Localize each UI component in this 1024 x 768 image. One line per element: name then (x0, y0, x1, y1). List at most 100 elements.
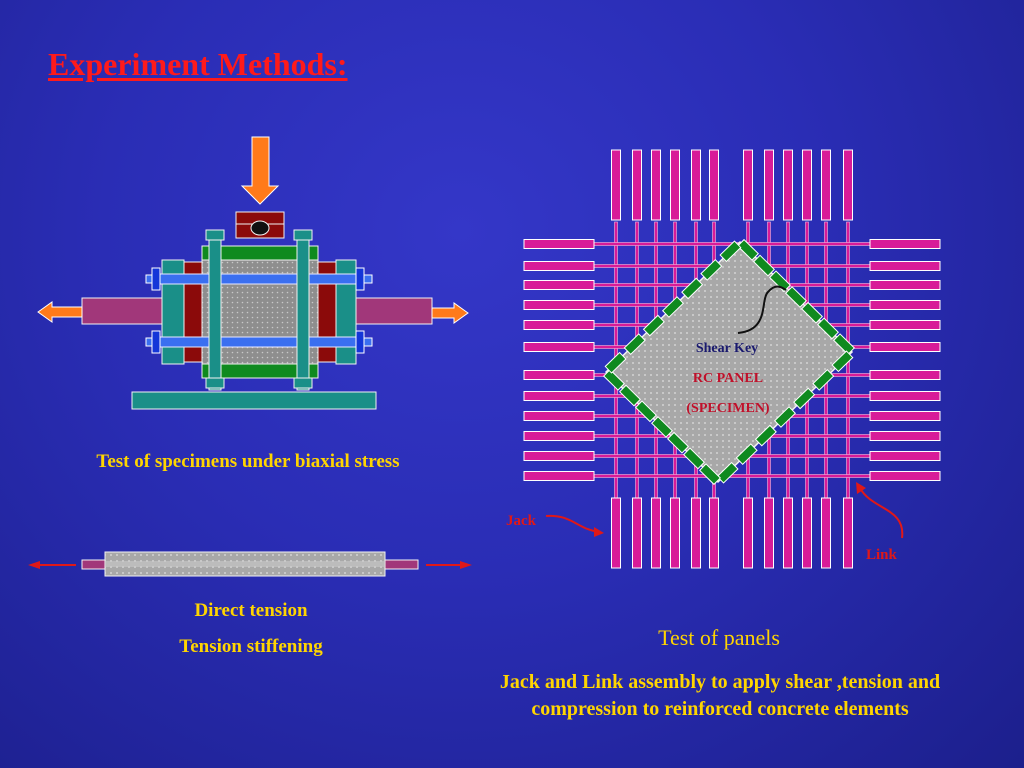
shear-key (737, 238, 759, 261)
shear-key (716, 461, 739, 484)
jack-bottom (821, 497, 831, 569)
description-line-2: compression to reinforced concrete eleme… (531, 698, 909, 720)
panels-caption: Test of panels (658, 625, 780, 650)
jack-left (523, 391, 595, 401)
jack-right (869, 431, 941, 441)
shear-key-label: Shear Key (696, 341, 758, 356)
jack-left (523, 411, 595, 421)
shear-key (719, 240, 742, 263)
jack-top (709, 149, 719, 221)
jack-leader (545, 514, 601, 533)
tension-arrow-right-icon (460, 561, 472, 569)
jack-left (523, 431, 595, 441)
shear-key (753, 254, 775, 277)
jack-top (764, 149, 774, 221)
shear-key (833, 333, 855, 356)
jack-right (869, 471, 941, 481)
jack-top (670, 149, 680, 221)
shear-key (793, 387, 816, 410)
jack-bottom (670, 497, 680, 569)
jack-right (869, 320, 941, 330)
link-label: Link (866, 547, 898, 563)
jack-top (691, 149, 701, 221)
shear-key (623, 333, 646, 356)
jack-right (869, 342, 941, 352)
shear-key (603, 368, 625, 391)
tension-stiffening-caption: Tension stiffening (179, 636, 323, 657)
link-leader (859, 487, 904, 539)
jack-right (869, 451, 941, 461)
roller-icon (250, 220, 270, 236)
shear-key (817, 317, 839, 340)
rc-panel-specimen (604, 240, 854, 484)
shear-key (651, 416, 673, 438)
jack-link-description: Jack and Link assembly to apply shear ,t… (440, 669, 1000, 723)
shear-key (812, 368, 835, 391)
load-arrow-down-icon (240, 136, 280, 205)
jack-top (821, 149, 831, 221)
shear-key (735, 443, 758, 466)
shear-key-leader (737, 285, 787, 334)
jack-left (523, 342, 595, 352)
jack-top (632, 149, 642, 221)
jack-bottom (691, 497, 701, 569)
jack-right (869, 370, 941, 380)
jack-bottom (802, 497, 812, 569)
jack-left (523, 239, 595, 249)
shear-key (681, 277, 704, 300)
shear-key (667, 431, 689, 454)
jack-bottom (743, 497, 753, 569)
shear-key (754, 424, 777, 447)
specimen-label: (SPECIMEN) (686, 401, 770, 416)
shear-key (773, 406, 797, 428)
jack-right (869, 261, 941, 271)
jack-bottom (651, 497, 661, 569)
jack-top (611, 149, 621, 221)
direct-tension-caption: Direct tension (194, 600, 308, 621)
tension-arrow-left-icon (37, 301, 83, 323)
shear-key (661, 296, 685, 318)
jack-left (523, 451, 595, 461)
jack-bottom (632, 497, 642, 569)
shear-key (619, 384, 641, 407)
jack-top (843, 149, 853, 221)
jack-left (523, 471, 595, 481)
jack-left (523, 300, 595, 310)
biaxial-caption: Test of specimens under biaxial stress (96, 451, 400, 472)
jack-bottom (843, 497, 853, 569)
tension-arrow-right-icon (431, 302, 469, 324)
shear-key (769, 270, 791, 293)
shear-key (604, 351, 627, 374)
jack-top (743, 149, 753, 221)
tension-arrow-left-icon (28, 561, 40, 569)
shear-key (831, 350, 854, 373)
rc-panel-label: RC PANEL (693, 371, 763, 386)
jack-top (651, 149, 661, 221)
jack-bottom (764, 497, 774, 569)
shear-key (683, 447, 705, 470)
jack-right (869, 280, 941, 290)
jack-right (869, 391, 941, 401)
shear-key (642, 314, 665, 337)
jack-left (523, 280, 595, 290)
shear-key (635, 400, 657, 423)
shear-key (785, 286, 807, 308)
shear-key (700, 258, 723, 281)
jack-label: Jack (506, 513, 537, 529)
jack-bottom (709, 497, 719, 569)
jack-bottom (783, 497, 793, 569)
jack-top (802, 149, 812, 221)
jack-right (869, 411, 941, 421)
jack-left (523, 320, 595, 330)
shear-key (801, 301, 823, 324)
jack-left (523, 370, 595, 380)
jack-left (523, 261, 595, 271)
jack-bottom (611, 497, 621, 569)
shear-key (699, 463, 721, 486)
test-base (131, 391, 377, 410)
jack-top (783, 149, 793, 221)
jack-right (869, 300, 941, 310)
